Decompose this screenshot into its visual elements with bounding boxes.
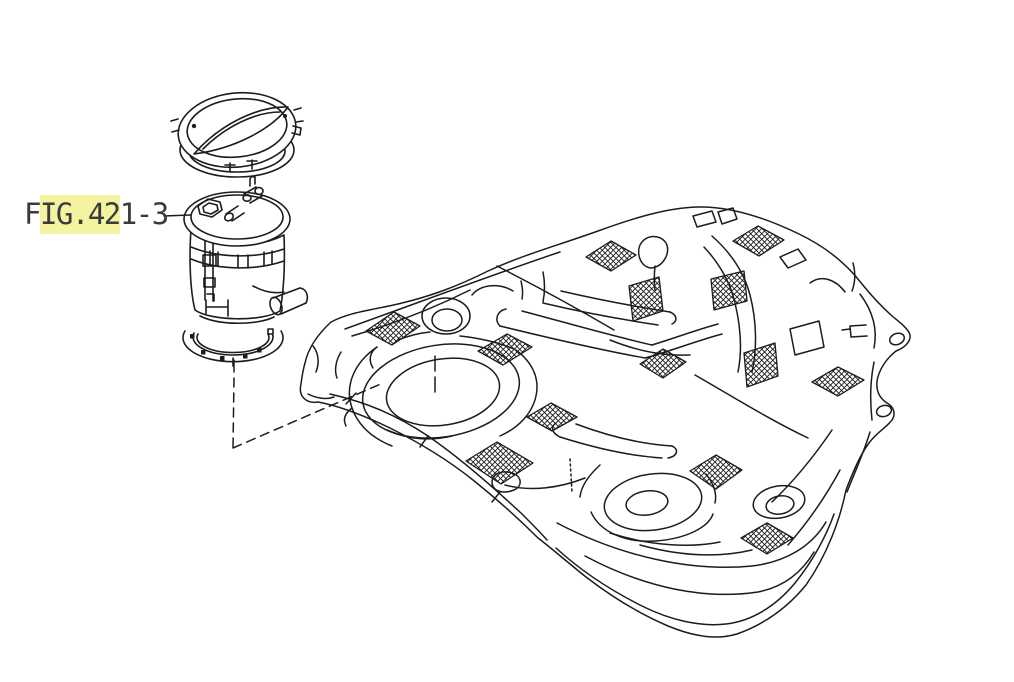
- crosshatch-pads: [365, 225, 865, 555]
- figure-label-suffix: 1-3: [119, 197, 169, 231]
- fuel-pump-module: [183, 175, 309, 324]
- fuel-tank-outline: [299, 206, 911, 638]
- tank-vent-circle: [421, 297, 471, 335]
- fuel-tank-drawing: [299, 206, 911, 638]
- figure-label-highlight: IG.42: [39, 195, 121, 234]
- fuel-pump-gasket: [182, 328, 284, 367]
- figure-label-prefix: F: [24, 197, 41, 231]
- tank-sender-opening: [579, 464, 717, 542]
- fuel-pump-assembly-drawing: [170, 91, 309, 367]
- label-leader-line: [163, 214, 191, 217]
- figure-label[interactable]: FIG.421-3: [24, 195, 169, 234]
- fuel-pump-locking-ring: [170, 91, 304, 173]
